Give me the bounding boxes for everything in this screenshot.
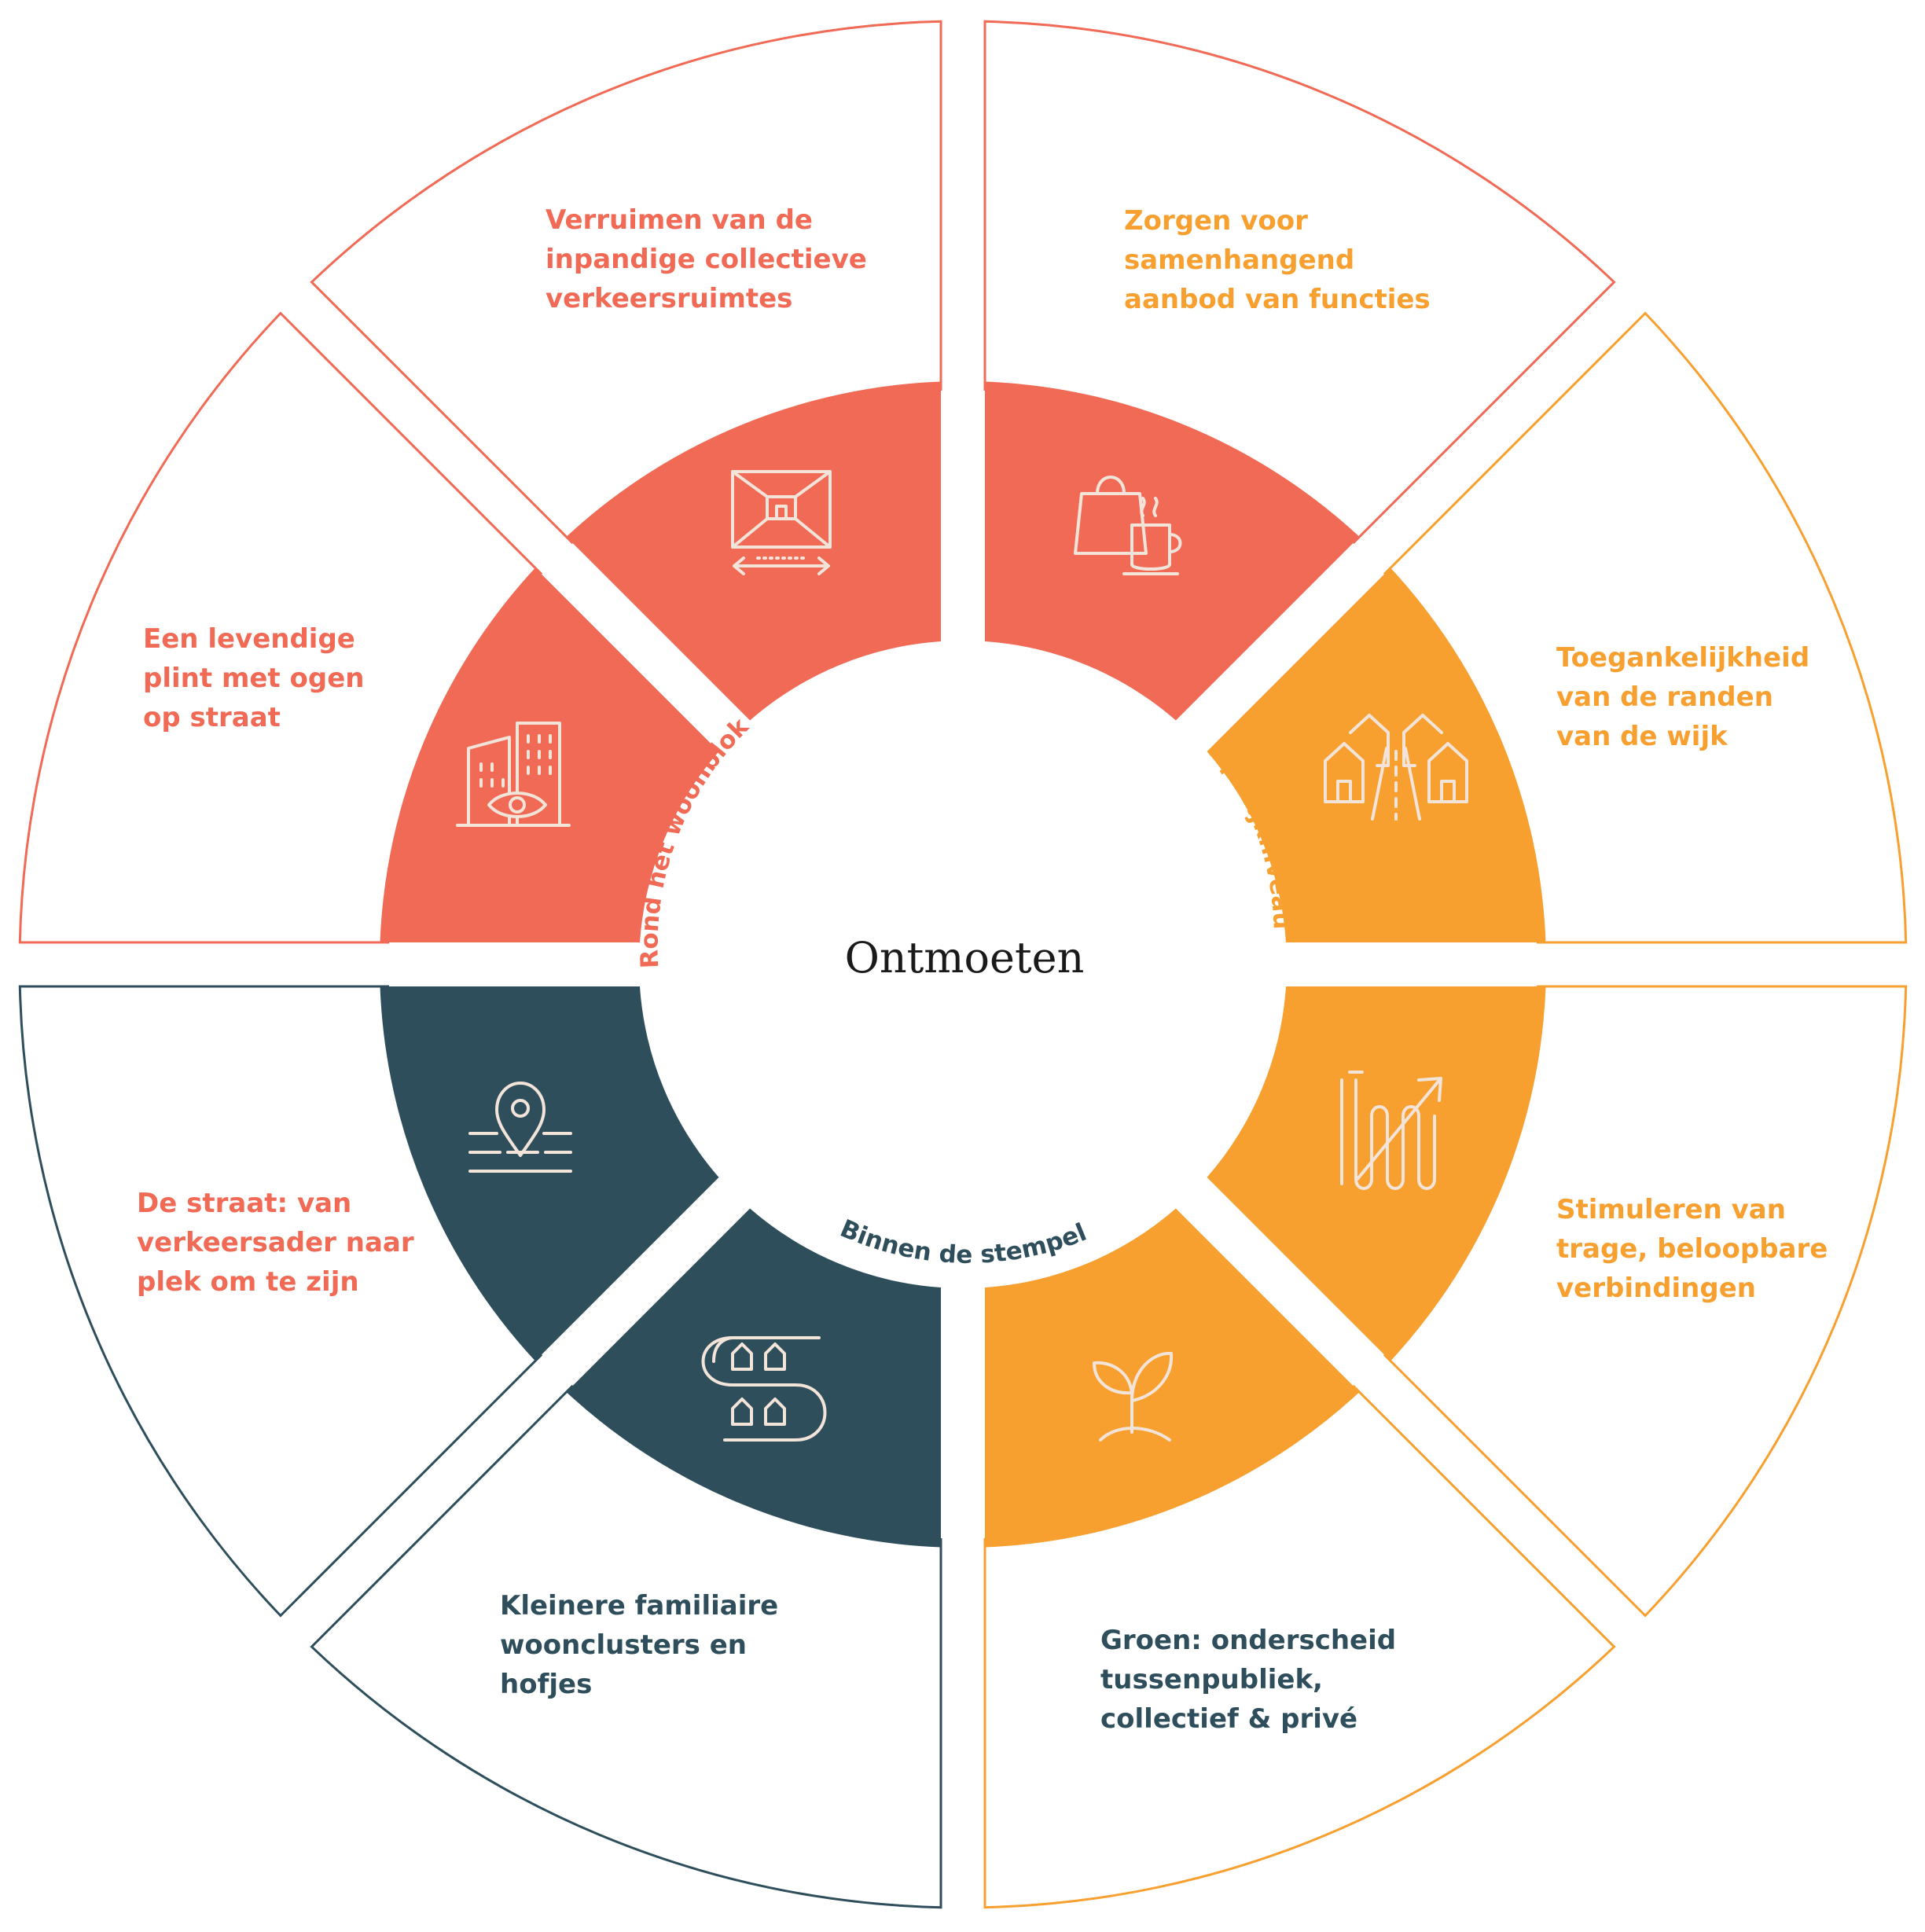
courtyard-expand-icon <box>731 470 832 575</box>
segment-label-8: Een levendige plint met ogen op straat <box>143 623 365 733</box>
shopping-coffee-icon <box>1074 476 1182 575</box>
center-title: Ontmoeten <box>845 933 1085 983</box>
houses-road-icon <box>1324 714 1468 821</box>
slow-paths-icon <box>1340 1071 1442 1190</box>
segment-label-7: De straat: van verkeersader naar plek om… <box>137 1188 414 1298</box>
segment-label-3: Toegankelijkheid van de randen van de wi… <box>1556 642 1810 752</box>
segment-label-1: Verruimen van de inpandige collectieve v… <box>546 204 867 314</box>
segment-label-5: Groen: onderscheid tussenpubliek, collec… <box>1100 1625 1397 1735</box>
segment-label-6: Kleinere familiaire woonclusters en hofj… <box>500 1590 779 1700</box>
inner-segment-6 <box>380 986 719 1361</box>
outer-rings <box>18 20 1908 1909</box>
house-cluster-icon <box>701 1336 827 1442</box>
inner-segment-8 <box>566 381 941 721</box>
street-pin-icon <box>468 1082 572 1173</box>
sprout-icon <box>1093 1351 1174 1442</box>
segment-label-2: Zorgen voor samenhangend aanbod van func… <box>1124 205 1431 315</box>
inner-segment-4 <box>985 1208 1360 1548</box>
inner-segment-5 <box>566 1208 941 1548</box>
group-label-stempel: Binnen de stempel <box>836 1214 1091 1269</box>
inner-ring <box>380 381 1546 1548</box>
inner-segment-3 <box>1207 986 1546 1361</box>
segment-label-4: Stimuleren van trage, beloopbare verbind… <box>1556 1194 1828 1304</box>
buildings-eye-icon <box>456 722 571 827</box>
inner-segment-2 <box>1207 567 1546 942</box>
